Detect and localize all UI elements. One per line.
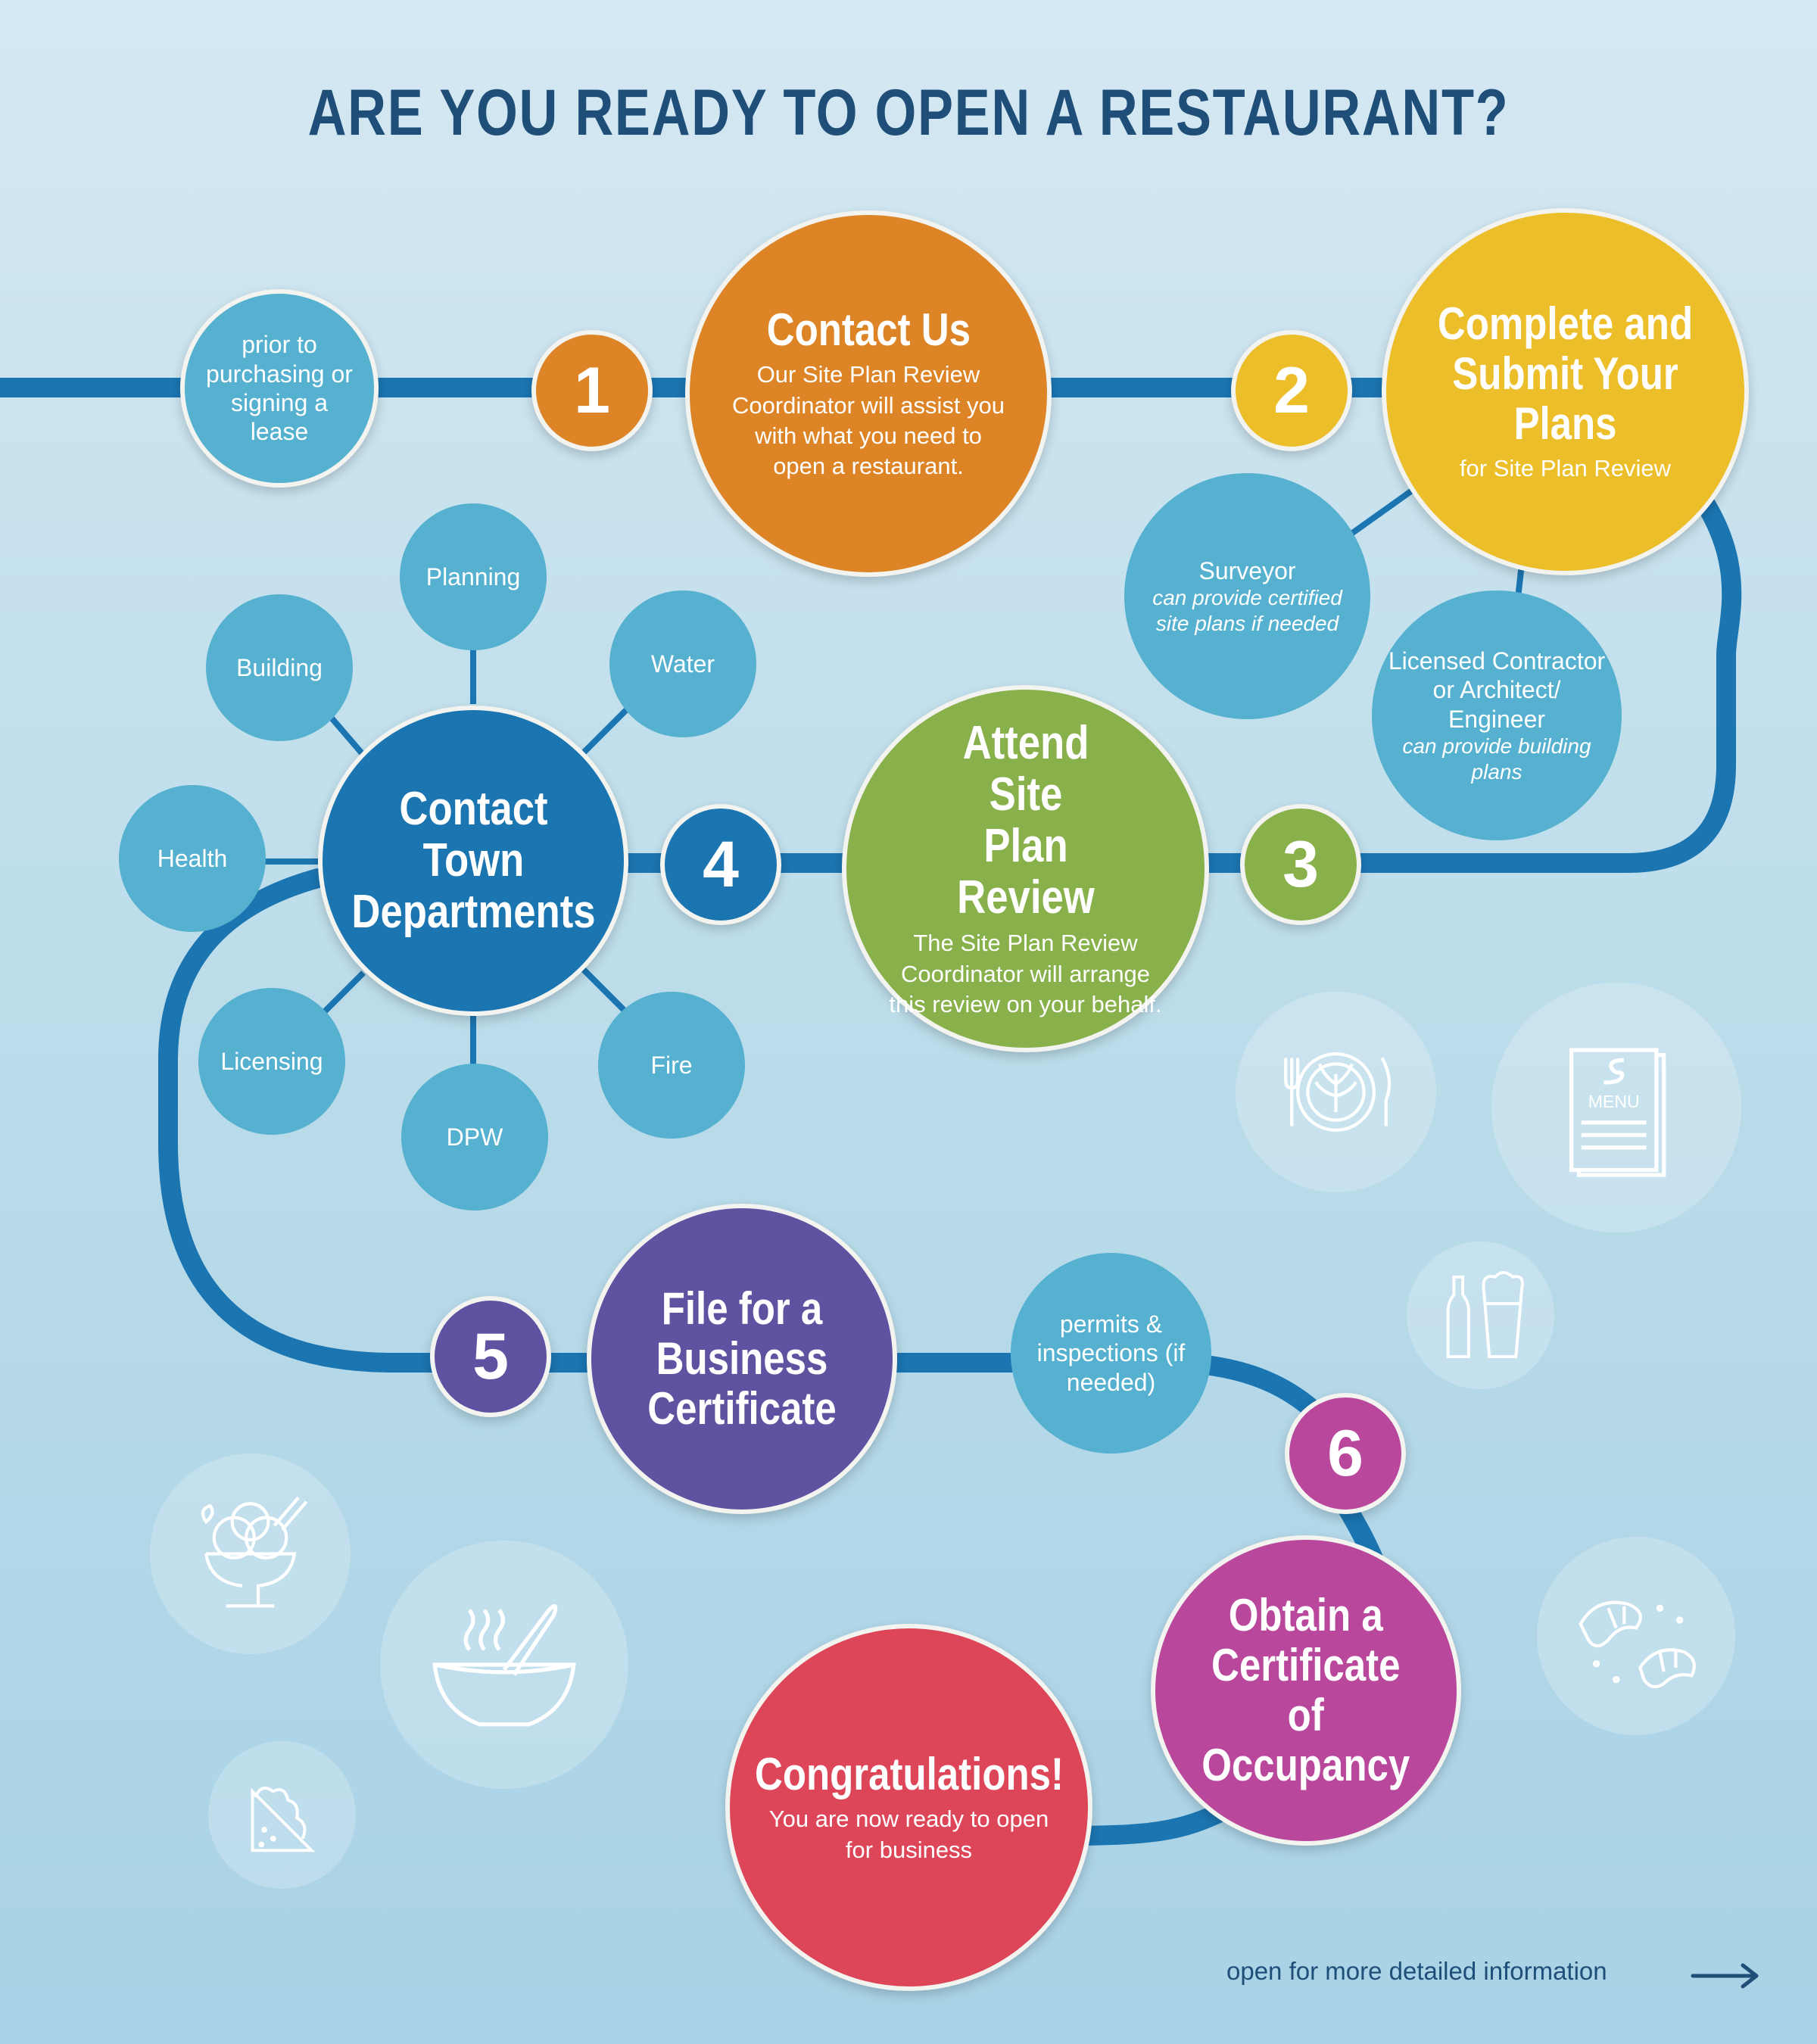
footer-link[interactable]: open for more detailed information [1226,1957,1607,1986]
dept-licensing: Licensing [198,988,345,1135]
dept-health: Health [119,785,266,932]
contractor-bubble: Licensed Contractor or Architect/ Engine… [1372,590,1622,840]
surveyor-note: can provide certified site plans if need… [1152,586,1342,635]
step-5-badge: 5 [430,1296,551,1417]
congratulations-body: You are now ready to open for business [768,1806,1049,1863]
step-1-heading: Contact Us [766,304,971,356]
step-4-circle: Contact Town Departments [318,706,628,1016]
permits-bubble: permits & inspections (if needed) [1011,1253,1211,1454]
step-6-circle: Obtain a Certificate of Occupancy [1151,1535,1461,1846]
dept-fire: Fire [598,992,745,1139]
footer-text: open for more detailed information [1226,1957,1607,1985]
surveyor-bubble: Surveyor can provide certified site plan… [1124,473,1370,719]
dept-water: Water [609,590,756,737]
ice-cream-icon [150,1454,351,1654]
croissant-icon [1537,1537,1735,1735]
dept-planning: Planning [400,503,547,650]
step-3-body: The Site Plan Review Coordinator will ar… [889,930,1162,1018]
arrow-right-icon[interactable] [1690,1961,1762,1991]
page-title: ARE YOU READY TO OPEN A RESTAURANT? [307,76,1510,149]
congratulations-circle: Congratulations! You are now ready to op… [725,1624,1092,1991]
step-1-body: Our Site Plan Review Coordinator will as… [731,361,1005,480]
beer-icon [1407,1242,1554,1389]
permits-text: permits & inspections (if needed) [1036,1310,1186,1396]
plate-icon [1236,992,1436,1192]
step-5-circle: File for a Business Certificate [587,1204,897,1514]
contractor-title: Licensed Contractor or Architect/ Engine… [1388,647,1606,733]
surveyor-title: Surveyor [1198,556,1296,584]
dept-dpw: DPW [401,1064,548,1211]
contractor-note: can provide building plans [1402,734,1591,784]
step-4-badge: 4 [660,804,781,925]
prior-note-text: prior to purchasing or signing a lease [206,331,353,446]
step-2-badge: 2 [1231,330,1352,451]
sandwich-icon [208,1741,356,1889]
step-3-badge: 3 [1240,804,1361,925]
prior-note-bubble: prior to purchasing or signing a lease [180,289,379,488]
step-1-badge: 1 [531,330,653,451]
congratulations-heading: Congratulations! [754,1749,1064,1800]
step-2-heading: Complete and Submit Your Plans [1437,298,1694,450]
dept-building: Building [206,594,353,741]
menu-label: MENU [1588,1092,1640,1111]
step-6-heading: Obtain a Certificate of Occupancy [1201,1590,1410,1790]
soup-bowl-icon [380,1541,628,1789]
step-2-body: for Site Plan Review [1459,455,1672,482]
step-1-circle: Contact Us Our Site Plan Review Coordina… [685,210,1052,577]
step-2-circle: Complete and Submit Your Plans for Site … [1382,208,1749,575]
step-5-heading: File for a Business Certificate [647,1283,837,1434]
step-3-circle: Attend Site Plan Review The Site Plan Re… [842,685,1209,1052]
step-6-badge: 6 [1285,1393,1406,1514]
menu-icon: MENU [1491,983,1741,1232]
step-3-heading: Attend Site Plan Review [956,716,1095,924]
step-4-heading: Contact Town Departments [351,782,596,939]
